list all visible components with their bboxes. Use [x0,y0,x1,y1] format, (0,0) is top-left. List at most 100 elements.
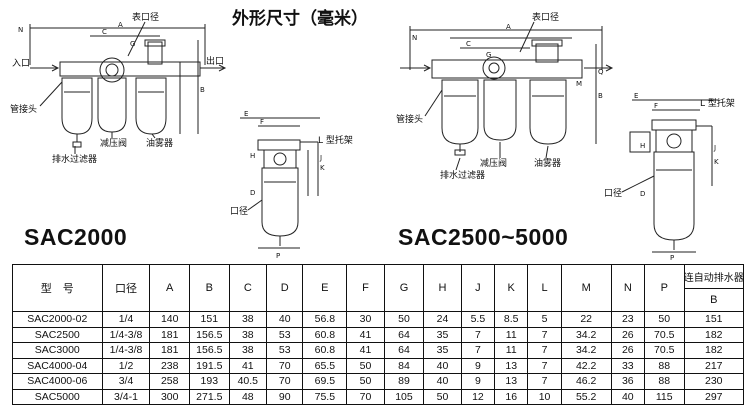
table-cell: 40 [423,373,462,390]
dim-c-1: C [102,28,107,36]
table-cell: 300 [149,388,190,405]
table-cell: 70 [266,357,304,374]
table-cell: 30 [346,311,385,328]
dim-b-1: B [200,86,205,94]
table-cell: 38 [228,326,268,343]
table-cell: 1/4-3/8 [101,326,151,343]
table-cell: 40 [610,388,645,405]
table-cell: 16 [494,388,529,405]
sac2000-front-view: N C G A B [18,21,227,148]
label-gauge-port-2: 表口径 [532,11,559,23]
table-cell: 13 [494,373,529,390]
technical-drawing: 外形尺寸（毫米） N C G A [10,8,735,262]
table-cell: 7 [527,357,562,374]
col-header-p: P [643,264,685,312]
table-cell: 217 [683,357,745,374]
table-cell: 5.5 [460,311,496,328]
table-cell: 38 [228,311,268,328]
col-header-f: F [346,264,385,312]
dim-n-1: N [18,26,23,34]
col-header-a: A [149,264,190,312]
table-cell: 258 [149,373,190,390]
table-cell: 9 [460,357,496,374]
label-regulator-2: 减压阀 [480,157,507,169]
table-cell: 151 [683,311,745,328]
col-header-l: L [527,264,562,312]
table-cell: 115 [643,388,685,405]
col-header-c: C [228,264,268,312]
dim-k-1: K [320,164,325,172]
table-cell: 156.5 [189,326,230,343]
table-cell: 38 [228,342,268,359]
table-cell: 89 [383,373,425,390]
table-cell: 46.2 [560,373,612,390]
label-filter-2: 排水过滤器 [440,169,485,181]
table-cell: 1/4-3/8 [101,342,151,359]
table-cell: 105 [383,388,425,405]
dim-p-2: P [670,254,674,262]
table-cell: SAC4000-06 [12,373,103,390]
table-cell: 70 [266,373,304,390]
table-cell: 8.5 [494,311,529,328]
table-cell: 70.5 [643,342,685,359]
dim-h-2: H [640,142,645,150]
table-cell: 50 [346,357,385,374]
dim-q-1: Q [598,68,604,76]
dim-j-1: J [319,154,322,162]
table-cell: 7 [460,342,496,359]
dim-m-1: M [576,80,582,88]
table-header-row: 型 号 口径 A B C D E F G H J K L M N P 连自动排水… [12,264,745,312]
model-label-sac2500-5000: SAC2500~5000 [398,224,569,250]
table-cell: 7 [460,326,496,343]
table-cell: 33 [610,357,645,374]
table-cell: 1/2 [101,357,151,374]
dim-e-1: E [244,110,248,118]
table-cell: SAC2500 [12,326,103,343]
table-cell: 3/4-1 [101,388,151,405]
table-cell: 50 [346,373,385,390]
sac2500-front-view: N A C G B Q M [400,23,614,156]
table-cell: 34.2 [560,326,612,343]
table-cell: 238 [149,357,190,374]
table-cell: SAC3000 [12,342,103,359]
table-cell: 7 [527,326,562,343]
table-cell: 40.5 [228,373,268,390]
table-cell: 41 [346,342,385,359]
table-cell: 90 [266,388,304,405]
table-cell: 271.5 [189,388,230,405]
col-header-j: J [460,264,496,312]
table-cell: 56.8 [302,311,348,328]
col-header-b: B [189,264,230,312]
table-cell: 5 [527,311,562,328]
col-header-k: K [494,264,529,312]
table-cell: 70.5 [643,326,685,343]
table-cell: 23 [610,311,645,328]
table-cell: 3/4 [101,373,151,390]
table-cell: SAC4000-04 [12,357,103,374]
label-fitting-1: 管接头 [10,103,37,115]
table-cell: 140 [149,311,190,328]
table-cell: SAC5000 [12,388,103,405]
dim-j-2: J [713,144,716,152]
label-bracket-1: L 型托架 [318,134,353,146]
table-cell: 88 [643,373,685,390]
table-cell: 297 [683,388,745,405]
table-cell: 84 [383,357,425,374]
dim-n-2: N [412,34,417,42]
table-cell: 11 [494,342,529,359]
table-cell: 41 [346,326,385,343]
col-header-h: H [423,264,462,312]
label-regulator-1: 减压阀 [100,137,127,149]
table-cell: 65.5 [302,357,348,374]
table-cell: 26 [610,326,645,343]
label-port-2: 口径 [604,187,622,199]
table-cell: 7 [527,373,562,390]
col-header-model: 型 号 [12,264,103,312]
dim-b-2: B [598,92,603,100]
table-cell: 75.5 [302,388,348,405]
table-cell: 35 [423,326,462,343]
